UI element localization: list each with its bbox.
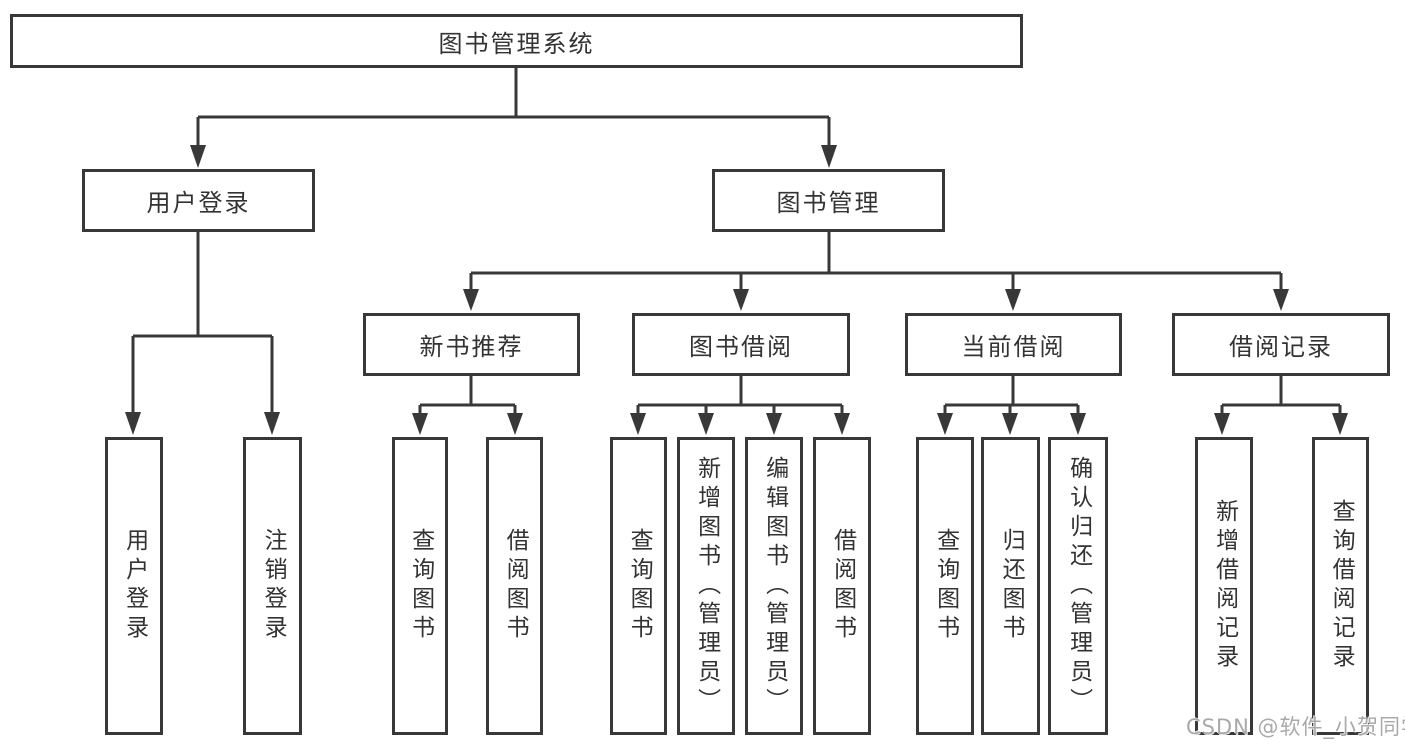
- arrowhead-leaf-cb-return: [1002, 413, 1018, 435]
- node-leaf-cb-return: 归还图书: [981, 437, 1040, 735]
- arrowhead-leaf-cb-confirm: [1070, 413, 1086, 435]
- arrowhead-borrow-records: [1273, 289, 1289, 311]
- node-leaf-bb-borrow: 借阅图书: [813, 437, 871, 735]
- node-leaf-logout: 注销登录: [243, 437, 302, 735]
- arrowhead-book-mgmt: [821, 145, 837, 168]
- csdn-watermark: CSDN @软件_小贺同学: [1186, 715, 1405, 739]
- arrowhead-book-borrow: [733, 289, 749, 311]
- arrowhead-leaf-br-query: [1332, 413, 1348, 435]
- node-book-mgmt: 图书管理: [712, 169, 945, 232]
- node-leaf-cb-query: 查询图书: [916, 437, 974, 735]
- arrowhead-current-borrow: [1005, 289, 1021, 311]
- arrowhead-leaf-br-add: [1214, 413, 1230, 435]
- node-current-borrow: 当前借阅: [905, 313, 1122, 376]
- node-leaf-nb-query: 查询图书: [392, 437, 448, 735]
- node-leaf-user-login: 用户登录: [105, 437, 163, 735]
- node-leaf-br-add: 新增借阅记录: [1195, 437, 1253, 735]
- node-user-login: 用户登录: [82, 169, 315, 232]
- arrowhead-leaf-nb-borrow: [507, 413, 523, 435]
- arrowhead-leaf-bb-borrow: [834, 413, 850, 435]
- arrowhead-leaf-logout: [264, 412, 280, 435]
- node-new-books: 新书推荐: [363, 313, 580, 376]
- node-leaf-cb-confirm: 确认归还（管理员）: [1048, 437, 1108, 735]
- arrowhead-user-login: [190, 145, 206, 168]
- node-root: 图书管理系统: [10, 14, 1023, 68]
- node-leaf-br-query: 查询借阅记录: [1312, 437, 1369, 735]
- arrowhead-leaf-bb-add: [698, 413, 714, 435]
- node-borrow-records: 借阅记录: [1172, 313, 1390, 376]
- node-leaf-bb-add: 新增图书（管理员）: [677, 437, 735, 735]
- arrowhead-new-books: [463, 289, 479, 311]
- arrowhead-leaf-cb-query: [937, 413, 953, 435]
- arrowhead-leaf-nb-query: [412, 413, 428, 435]
- arrowhead-leaf-bb-query: [630, 413, 646, 435]
- node-leaf-bb-query: 查询图书: [610, 437, 667, 735]
- node-book-borrow: 图书借阅: [632, 313, 850, 376]
- arrowhead-leaf-bb-edit: [766, 413, 782, 435]
- node-leaf-nb-borrow: 借阅图书: [486, 437, 543, 735]
- arrowhead-leaf-user-login: [125, 412, 141, 435]
- node-leaf-bb-edit: 编辑图书（管理员）: [745, 437, 803, 735]
